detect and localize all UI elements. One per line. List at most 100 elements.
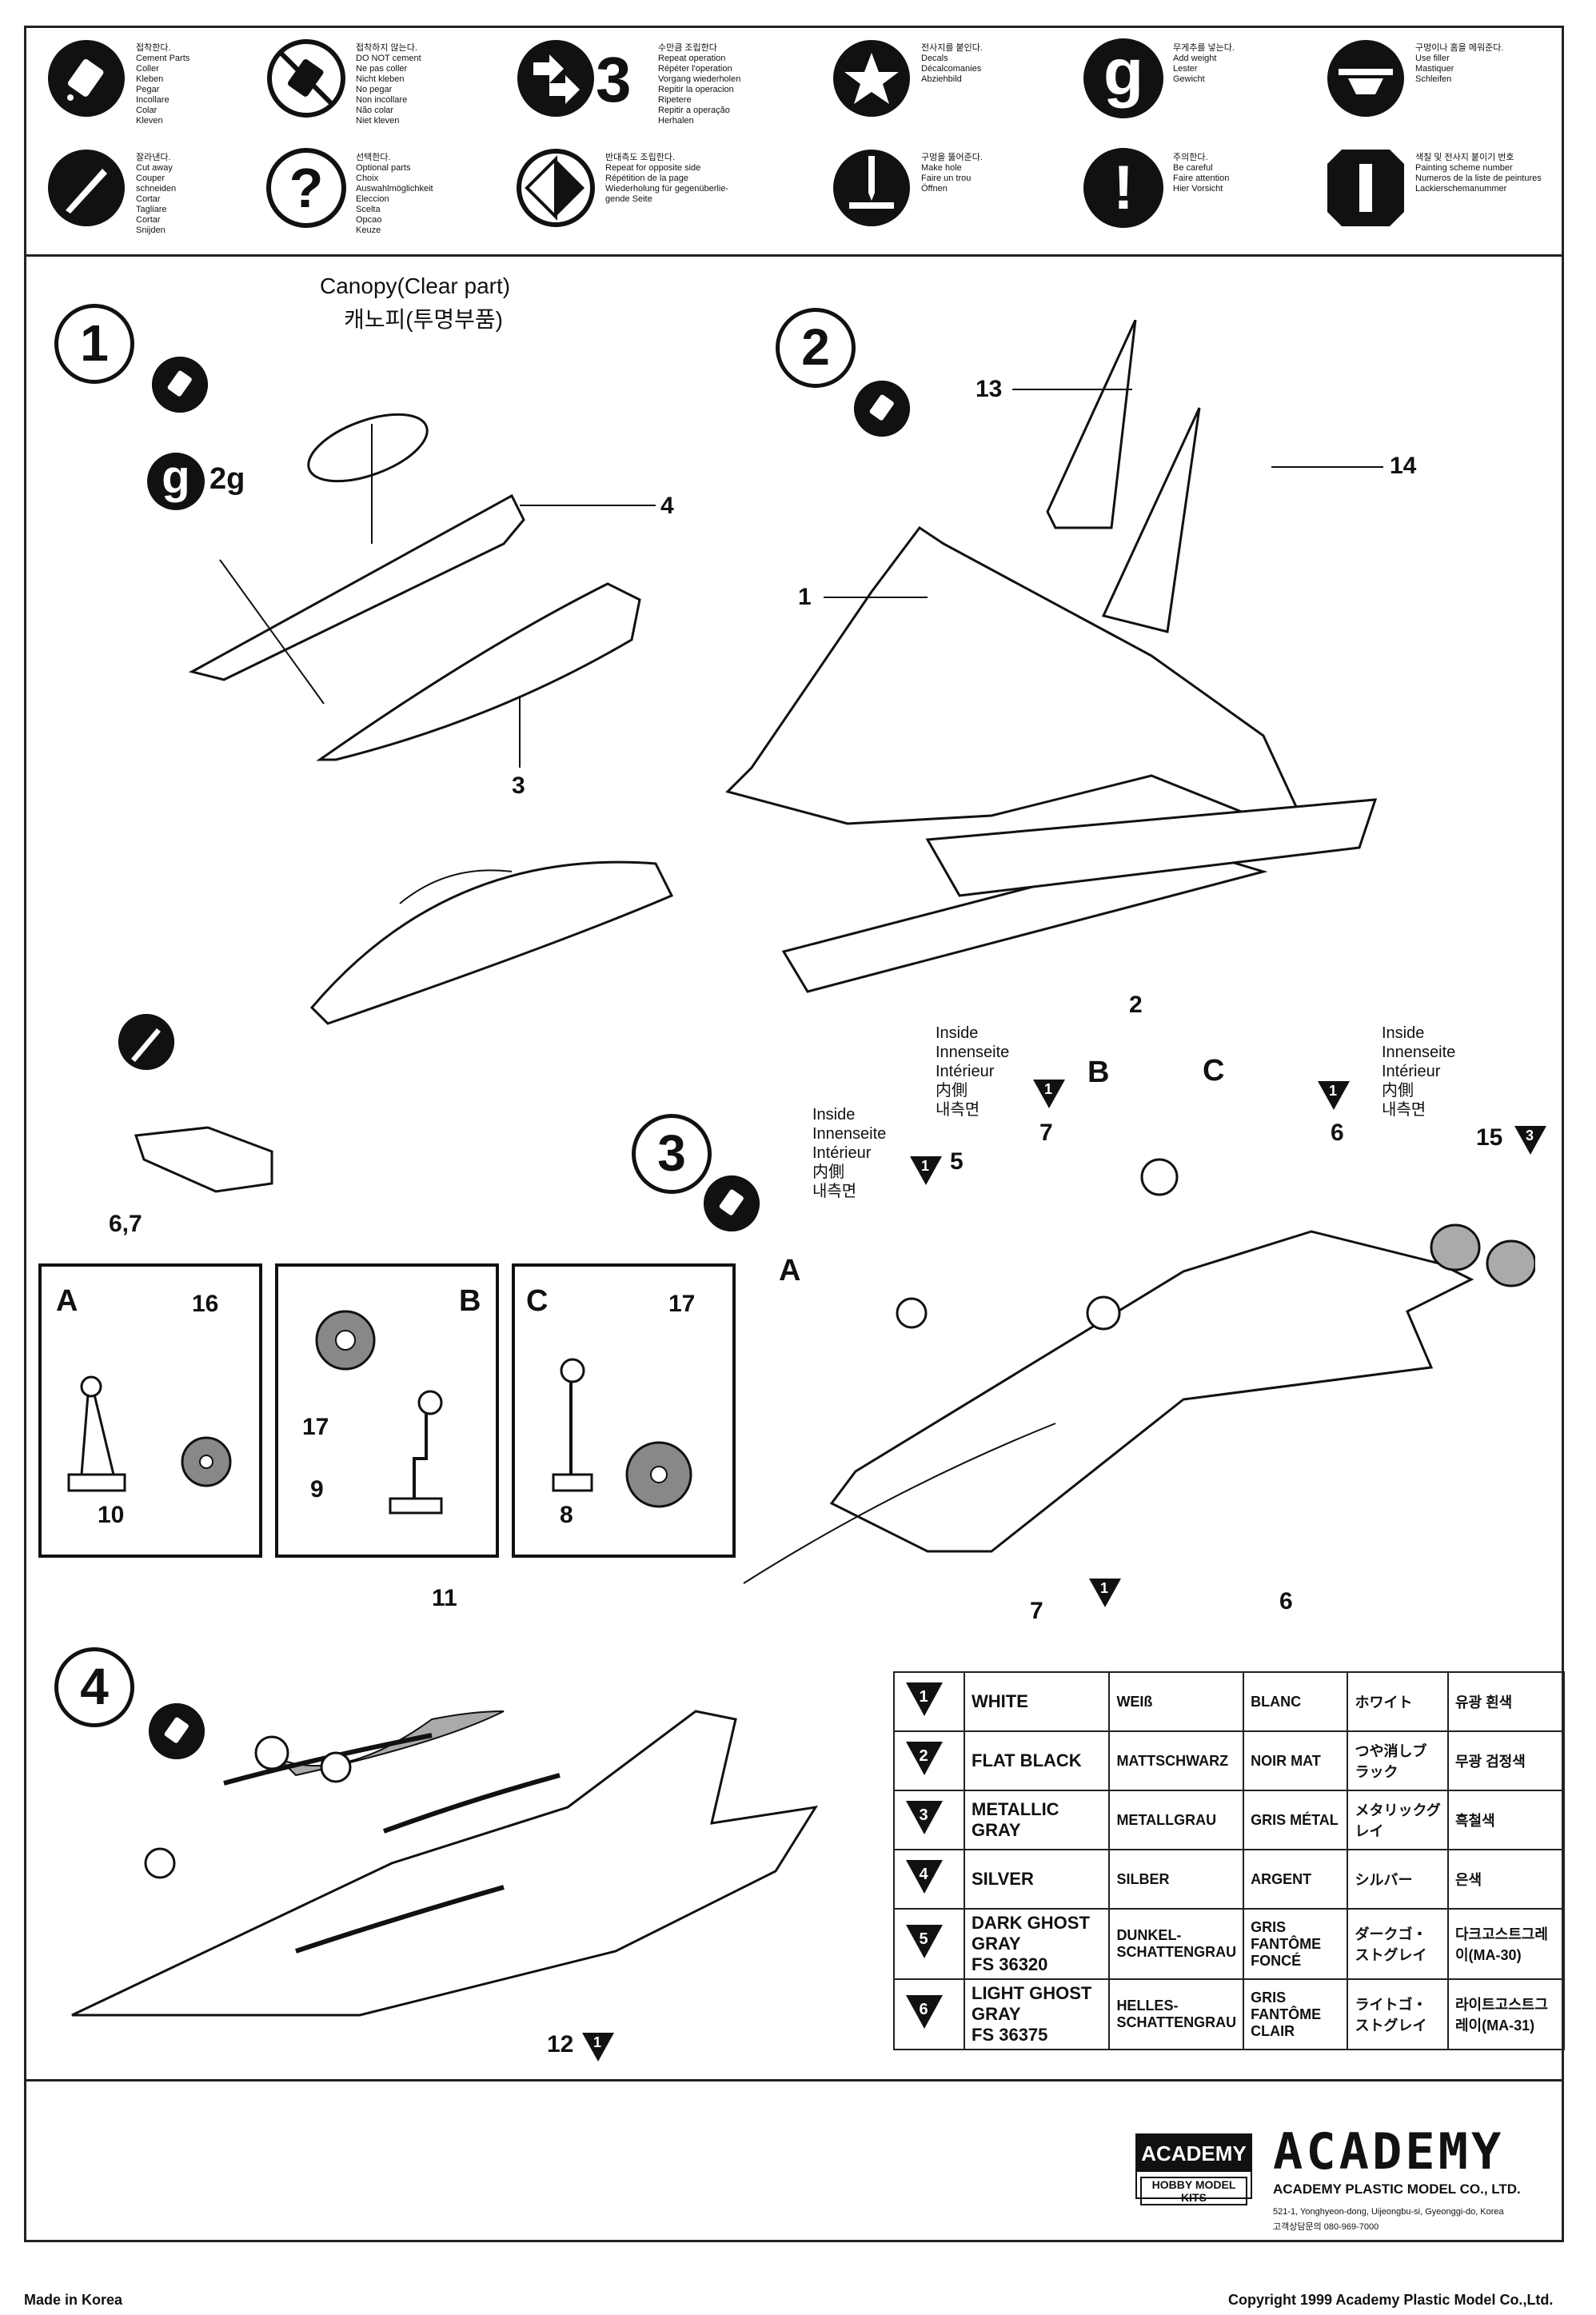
- paint-number-marker: 3: [1514, 1126, 1546, 1155]
- cement-icon: [152, 357, 208, 413]
- company-phone: 고객상담문의 080-969-7000: [1273, 2222, 1379, 2232]
- paint-number-cell: 3: [893, 1790, 965, 1850]
- paint-number-marker: 1: [910, 1156, 942, 1185]
- paint-kr: 무광 검정색: [1447, 1730, 1565, 1791]
- detail-letter: A: [56, 1284, 78, 1318]
- triangle-icon: [910, 1156, 942, 1185]
- legend-opposite: 반대측도 조립한다. Repeat for opposite side Répé…: [516, 148, 756, 244]
- triangle-icon: [906, 1860, 944, 1894]
- box-logo-text: ACADEMY: [1137, 2135, 1251, 2172]
- cement-icon: [704, 1175, 760, 1231]
- legend-text: 접착하지 않는다. DO NOT cement Ne pas coller Ni…: [356, 43, 421, 126]
- part-number: 13: [976, 376, 1003, 402]
- paint-de: METALLGRAU: [1108, 1790, 1245, 1850]
- paint-en: WHITE: [963, 1671, 1111, 1732]
- paint-en: SILVER: [963, 1849, 1111, 1910]
- triangle-icon: [906, 1995, 944, 2029]
- paint-number-cell: 1: [893, 1671, 965, 1732]
- star-icon: [833, 40, 910, 117]
- paint-kr: 유광 흰색: [1447, 1671, 1565, 1732]
- weight-icon: g: [1083, 38, 1163, 118]
- paint-number-marker: 1: [1318, 1081, 1350, 1110]
- legend-careful: ! 주의한다. Be careful Faire attention Hier …: [1083, 148, 1323, 244]
- paint-number-marker: 1: [1089, 1579, 1121, 1607]
- paint-kr: 은색: [1447, 1849, 1565, 1910]
- triangle-icon: [906, 1925, 944, 1958]
- inside-label: Inside Innenseite Intérieur 内側 내측면: [1382, 1024, 1456, 1119]
- part-number: 10: [98, 1502, 125, 1528]
- landing-gear-b-drawing: [315, 1310, 443, 1515]
- paint-en: METALLIC GRAY: [963, 1790, 1111, 1850]
- sub-assembly-label: B: [1087, 1056, 1110, 1089]
- part-6-7-drawing: [134, 1126, 273, 1193]
- paint-fr: NOIR MAT: [1243, 1730, 1349, 1791]
- triangle-icon: [906, 1682, 944, 1716]
- opposite-side-icon: [517, 149, 595, 227]
- question-icon: ?: [266, 148, 346, 228]
- paint-number: 3: [919, 1806, 928, 1824]
- step1-drawing: [188, 413, 674, 1025]
- legend-make-hole: 구멍을 뚫어준다. Make hole Faire un trou Öffnen: [832, 148, 1071, 244]
- part-number: 6,7: [109, 1211, 142, 1237]
- part-number: 1: [798, 584, 812, 610]
- paint-number-cell: 4: [893, 1849, 965, 1910]
- step-number: 2: [776, 308, 856, 388]
- paint-en: FLAT BLACK: [963, 1730, 1111, 1791]
- paint-number: 5: [919, 1930, 928, 1948]
- cement-icon: [149, 1703, 205, 1759]
- canopy-label: Canopy(Clear part): [320, 273, 511, 298]
- filler-icon: [1327, 40, 1404, 117]
- part-number: 7: [1030, 1598, 1043, 1624]
- paint-de: HELLES- SCHATTENGRAU: [1108, 1978, 1245, 2050]
- landing-gear-c-drawing: [552, 1358, 692, 1508]
- paint-number-icon: [1327, 150, 1404, 226]
- paint-en: LIGHT GHOST GRAY FS 36375: [963, 1978, 1111, 2050]
- academy-logo: ACADEMY: [1273, 2122, 1505, 2181]
- paint-jp: ダークゴ・ストグレイ: [1347, 1908, 1449, 1980]
- part-number: 7: [1039, 1120, 1053, 1146]
- step-number: 3: [632, 1114, 712, 1194]
- detail-letter: C: [526, 1284, 549, 1318]
- legend-text: 무게추를 넣는다. Add weight Lester Gewicht: [1173, 43, 1235, 84]
- triangle-icon: [906, 1801, 944, 1834]
- triangle-icon: [1514, 1126, 1546, 1155]
- paint-fr: BLANC: [1243, 1671, 1349, 1732]
- paint-jp: ライトゴ・ストグレイ: [1347, 1978, 1449, 2050]
- legend-cut-away: 잘라낸다. Cut away Couper schneiden Cortar T…: [46, 148, 286, 244]
- paint-en: DARK GHOST GRAY FS 36320: [963, 1908, 1111, 1980]
- legend-text: 수만큼 조립한다 Repeat operation Répéter l'oper…: [658, 43, 741, 126]
- leader-line: [1012, 389, 1132, 390]
- repeat-arrows-icon: [517, 40, 594, 117]
- part-number: 17: [302, 1414, 329, 1440]
- paint-number-cell: 2: [893, 1730, 965, 1791]
- paint-number-cell: 5: [893, 1908, 965, 1980]
- weight-amount: 2g: [209, 462, 245, 496]
- detail-box-c: C 17 8: [512, 1263, 736, 1558]
- step3-drawing: [743, 1158, 1535, 1584]
- landing-gear-a-drawing: [67, 1375, 232, 1492]
- legend-text: 선택한다. Optional parts Choix Auswahlmöglic…: [356, 153, 433, 235]
- leader-line: [824, 597, 928, 598]
- triangle-icon: [582, 2033, 614, 2062]
- paint-fr: GRIS MÉTAL: [1243, 1790, 1349, 1850]
- part-number: 8: [560, 1502, 573, 1528]
- paint-number: 4: [919, 1866, 928, 1883]
- part-number: 17: [668, 1291, 696, 1317]
- paint-jp: ホワイト: [1347, 1671, 1449, 1732]
- paint-fr: ARGENT: [1243, 1849, 1349, 1910]
- step-number: 1: [54, 304, 134, 384]
- leader-line: [1271, 466, 1383, 468]
- paint-de: MATTSCHWARZ: [1108, 1730, 1245, 1791]
- paint-jp: つや消しブラック: [1347, 1730, 1449, 1791]
- weight-icon: g: [147, 453, 205, 510]
- paint-number: 1: [919, 1688, 928, 1706]
- cement-icon: [854, 381, 910, 437]
- drill-icon: [833, 150, 910, 226]
- legend-divider: [24, 254, 1564, 257]
- company-address: 521-1, Yonghyeon-dong, Uijeongbu-si, Gye…: [1273, 2207, 1504, 2217]
